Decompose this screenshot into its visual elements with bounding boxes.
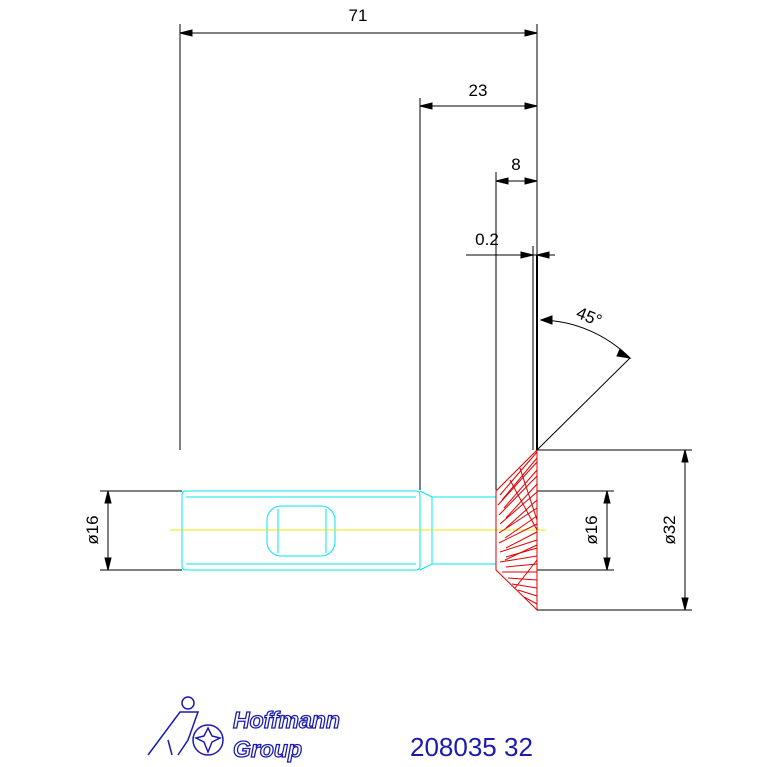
dim-tip-offset: 0.2	[475, 230, 499, 249]
logo-figure-icon	[147, 696, 224, 756]
cutter-head	[495, 448, 538, 612]
dim-neck-diameter: ø16	[582, 515, 601, 544]
hoffmann-logo: Hoffmann Group	[147, 696, 341, 763]
dim-cutting-length: 8	[511, 155, 520, 174]
logo-brand-line1: Hoffmann	[233, 707, 340, 733]
dimension-lines	[100, 24, 692, 611]
logo-brand-line2: Group	[233, 736, 302, 762]
tool-shank	[181, 490, 496, 571]
dim-cutting-diameter: ø32	[660, 515, 679, 544]
dim-overall-length: 71	[349, 6, 368, 25]
part-number: 208035 32	[410, 732, 533, 762]
dim-shank-diameter: ø16	[83, 515, 102, 544]
dim-head-length: 23	[469, 81, 488, 100]
